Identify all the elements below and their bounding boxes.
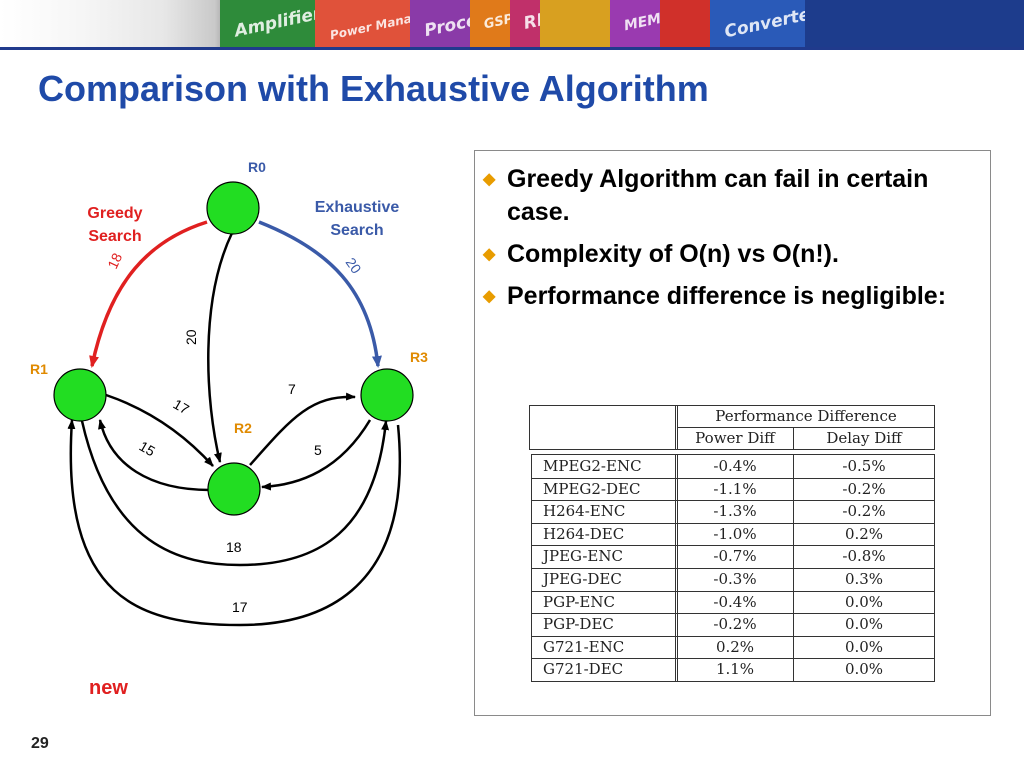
- column-header-power-diff: Power Diff: [695, 429, 775, 447]
- weight-r3-r1-outer: 17: [232, 599, 248, 615]
- edge-r3-r1-outer: [67, 419, 401, 627]
- node-r3: [360, 368, 414, 422]
- page-number: 29: [31, 735, 49, 752]
- table-row-label: G721-ENC: [543, 638, 625, 656]
- bullet-item: ◆ Performance difference is negligible:: [483, 280, 947, 313]
- edge-greedy-r0-r1: [89, 220, 208, 368]
- node-label-r0: R0: [248, 159, 266, 175]
- node-label-r3: R3: [410, 349, 428, 365]
- diamond-bullet-icon: ◆: [483, 246, 496, 263]
- edge-r1-r2-upper: [105, 393, 214, 467]
- slide-title: Comparison with Exhaustive Algorithm: [38, 68, 709, 109]
- banner-tile-power-management: Power Management: [315, 0, 410, 47]
- delay-diff-cell: 0.2%: [844, 525, 884, 543]
- new-label: new: [89, 677, 128, 699]
- edge-r0-r2: [207, 232, 234, 463]
- banner-underline: [0, 47, 1024, 50]
- power-diff-cell: 1.1%: [715, 660, 755, 678]
- bullet-panel: ◆ Greedy Algorithm can fail in certain c…: [474, 150, 991, 716]
- delay-diff-cell: 0.0%: [844, 660, 884, 678]
- table-row-label: PGP-ENC: [543, 593, 615, 611]
- weight-r0-r2: 20: [183, 329, 199, 345]
- exhaustive-label-line2: Search: [330, 222, 383, 239]
- banner-tile-processor: Processor: [410, 0, 470, 47]
- table-row-label: JPEG-DEC: [543, 570, 622, 588]
- power-diff-cell: -0.2%: [713, 615, 757, 633]
- delay-diff-cell: 0.3%: [844, 570, 884, 588]
- table-row-label: MPEG2-ENC: [543, 457, 642, 475]
- bullet-item: ◆ Complexity of O(n) vs O(n!).: [483, 238, 947, 271]
- delay-diff-cell: 0.0%: [844, 615, 884, 633]
- weight-r2-r3: 7: [288, 381, 296, 397]
- delay-diff-cell: 0.0%: [844, 638, 884, 656]
- table-row-label: G721-DEC: [543, 660, 624, 678]
- bullet-item: ◆ Greedy Algorithm can fail in certain c…: [483, 163, 947, 229]
- weight-r3-r2: 5: [314, 442, 322, 458]
- power-diff-cell: -0.7%: [713, 547, 757, 565]
- banner-tile-gsp: GSP: [470, 0, 510, 47]
- header-banner: Amplifiers Power Management Processor GS…: [0, 0, 1024, 47]
- banner-tile-clock: [660, 0, 710, 47]
- delay-diff-cell: -0.8%: [842, 547, 886, 565]
- banner-tile-circuit: [540, 0, 610, 47]
- table-group-header: Performance Difference: [715, 407, 897, 425]
- banner-tile-amplifiers: Amplifiers: [220, 0, 315, 47]
- power-diff-cell: -1.0%: [713, 525, 757, 543]
- banner-tile-end: [805, 0, 1024, 47]
- delay-diff-cell: 0.0%: [844, 593, 884, 611]
- node-label-r2: R2: [234, 420, 252, 436]
- edge-r3-r2: [261, 419, 372, 491]
- delay-diff-cell: -0.5%: [842, 457, 886, 475]
- diamond-bullet-icon: ◆: [483, 171, 496, 188]
- table-row-label: JPEG-ENC: [543, 547, 623, 565]
- edge-r2-r1-lower: [98, 419, 211, 492]
- power-diff-cell: 0.2%: [715, 638, 755, 656]
- exhaustive-label-line1: Exhaustive: [315, 199, 400, 216]
- weight-r1-r3-inner: 18: [226, 539, 242, 555]
- edge-exhaustive-r0-r3: [258, 220, 382, 368]
- banner-tile-rf: RF: [510, 0, 540, 47]
- power-diff-cell: -0.4%: [713, 593, 757, 611]
- node-label-r1: R1: [30, 361, 48, 377]
- banner-tile-converters: Converters: [710, 0, 805, 47]
- power-diff-cell: -0.3%: [713, 570, 757, 588]
- column-header-delay-diff: Delay Diff: [826, 429, 902, 447]
- node-r1: [53, 368, 107, 422]
- node-r2: [207, 462, 261, 516]
- table-row-label: PGP-DEC: [543, 615, 614, 633]
- delay-diff-cell: -0.2%: [842, 480, 886, 498]
- greedy-label-line2: Search: [88, 228, 141, 245]
- node-r0: [206, 181, 260, 235]
- table-row-label: H264-ENC: [543, 502, 626, 520]
- greedy-label-line1: Greedy: [87, 205, 142, 222]
- banner-tile-mems: MEMS: [610, 0, 660, 47]
- edge-r1-r3-inner: [80, 420, 390, 567]
- edge-r2-r3: [249, 392, 356, 466]
- table-row-label: MPEG2-DEC: [543, 480, 641, 498]
- search-graph: R0 R1 R2 R3 Greedy Search Exhaustive Sea…: [30, 159, 428, 627]
- weight-r0-r3: 20: [343, 255, 365, 277]
- weight-r0-r1: 18: [104, 250, 125, 271]
- weight-r2-r1-lower: 15: [137, 438, 159, 460]
- performance-table: Performance Difference Power Diff Delay …: [529, 405, 935, 685]
- power-diff-cell: -1.1%: [713, 480, 757, 498]
- diamond-bullet-icon: ◆: [483, 288, 496, 305]
- weight-r1-r2-upper: 17: [171, 396, 193, 418]
- table-row-label: H264-DEC: [543, 525, 625, 543]
- power-diff-cell: -0.4%: [713, 457, 757, 475]
- power-diff-cell: -1.3%: [713, 502, 757, 520]
- delay-diff-cell: -0.2%: [842, 502, 886, 520]
